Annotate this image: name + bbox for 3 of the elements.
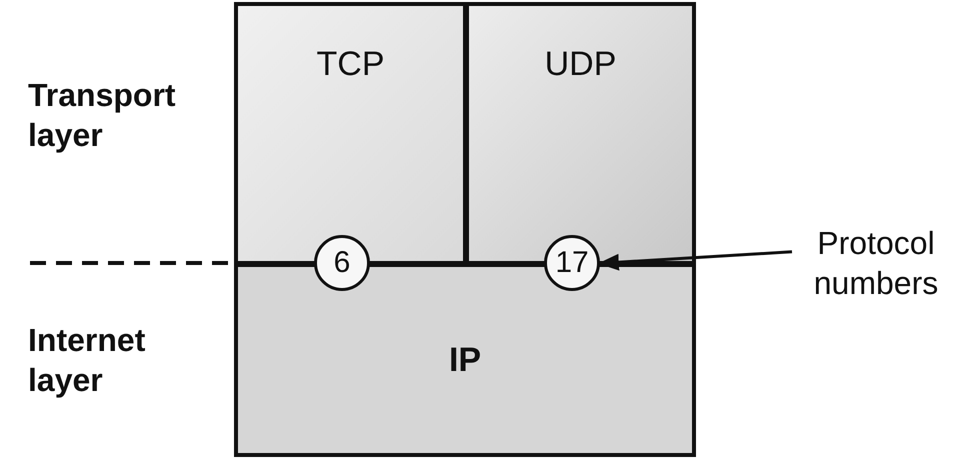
callout-text: Protocol numbers [792,222,960,304]
layer-label: Transport layer [28,76,177,155]
layer-label: Internet layer [28,321,146,400]
